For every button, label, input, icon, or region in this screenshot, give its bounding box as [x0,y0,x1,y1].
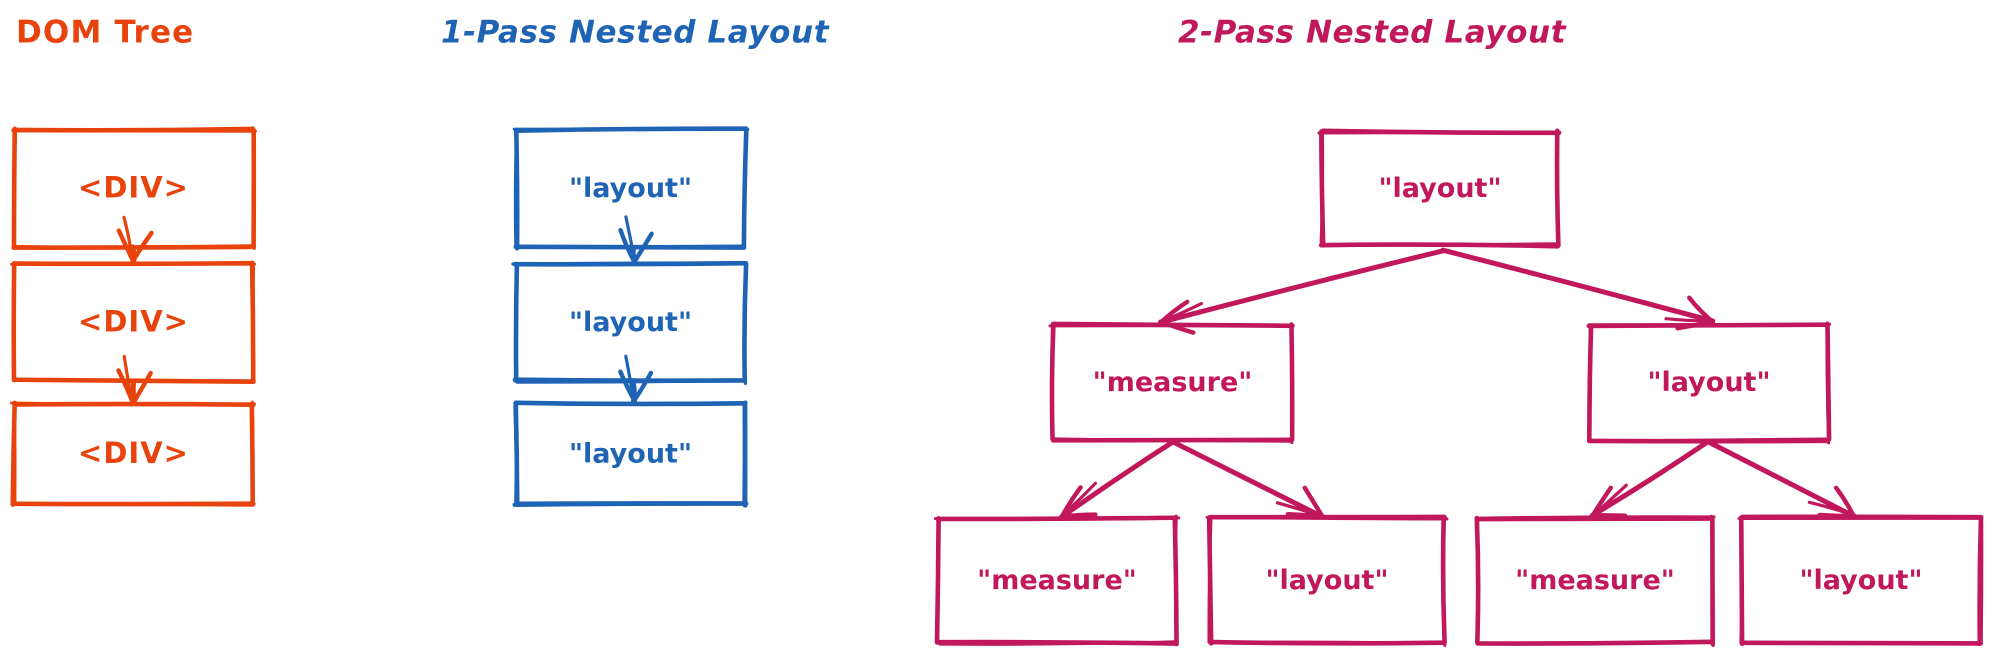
arrow-shaft [1591,439,1711,519]
box-edge [1709,514,1715,648]
box-edge [1207,517,1213,644]
box-edge [1739,519,1744,644]
box-edge [1290,322,1294,445]
connector-arrow [116,215,154,264]
box-edge [515,244,746,249]
node-label: "measure" [1093,367,1253,398]
node-box[interactable] [1586,321,1832,445]
box-edge [250,400,255,506]
arrow-head-barb [131,370,153,405]
arrow-head-barb [624,215,637,264]
box-edge [1825,323,1831,445]
box-edge [1211,640,1445,645]
node-label: "measure" [1515,565,1675,596]
connector-arrow [1440,247,1716,331]
box-edge [1205,515,1449,521]
node-label: "layout" [1799,565,1922,596]
node-box[interactable] [1737,514,1984,647]
box-edge [1319,133,1325,244]
box-edge [1174,514,1178,646]
node-label: <DIV> [78,436,189,470]
node-box[interactable] [1317,128,1562,249]
node-label: "layout" [1265,565,1388,596]
node-label: "layout" [569,307,692,338]
box-edge [513,401,748,407]
box-edge [1743,641,1980,645]
labels-layer: <DIV> <DIV> <DIV> "layout" "layout" "layout" "… [78,171,1922,597]
arrow-head-barb [122,215,135,264]
node-box[interactable] [511,260,749,386]
box-edge [511,261,749,266]
node-label: <DIV> [78,305,189,339]
box-edge [1977,515,1982,647]
node-label: "layout" [569,173,692,204]
box-edge [1317,130,1561,135]
node-box[interactable] [1205,514,1449,647]
connector-arrow [1157,248,1446,335]
box-edge [933,516,1181,521]
box-edge [513,129,518,249]
connector-arrow [1705,439,1858,520]
arrow-head-barb [1060,481,1098,518]
arrow-head-barb [1158,301,1204,324]
box-edge [514,264,519,381]
box-edge [1442,516,1447,647]
box-edge [10,401,256,406]
connector-arrow [1169,438,1325,520]
connector-arrow [1059,439,1176,519]
titles-layer: DOM Tree 1-Pass Nested Layout 2-Pass Neste… [16,15,1567,51]
connector-arrow [1589,438,1712,519]
box-edge [513,405,518,503]
box-edge [515,379,746,384]
arrow-shaft [1441,248,1714,324]
node-box[interactable] [512,400,749,508]
box-edge [938,640,1177,646]
node-label: "layout" [1647,367,1770,398]
box-edge [251,261,256,384]
box-edge [1321,242,1558,247]
node-label: "layout" [1378,173,1501,204]
box-edge [742,126,748,250]
box-edge [251,126,256,251]
boxes-layer [10,126,1984,648]
column-title-one-pass-nested-layout: 1-Pass Nested Layout [441,15,830,51]
connector-arrow [618,215,654,265]
arrow-head-barb [1590,483,1628,518]
box-edge [1478,641,1713,645]
box-edge [1590,437,1828,443]
node-box[interactable] [1048,321,1295,445]
box-edge [14,502,254,507]
column-title-dom-tree: DOM Tree [16,15,194,51]
column-title-two-pass-nested-layout: 2-Pass Nested Layout [1178,15,1567,51]
arrows-layer [116,215,1858,520]
box-edge [13,244,253,250]
node-label: "measure" [977,565,1137,596]
box-edge [742,260,748,386]
arrow-head-barb [1664,317,1714,323]
box-edge [1555,128,1560,248]
box-edge [935,518,941,643]
node-box[interactable] [512,126,750,251]
box-edge [1474,515,1716,520]
box-edge [13,378,254,383]
box-edge [12,263,16,382]
node-box[interactable] [11,126,257,251]
node-label: <DIV> [78,171,189,205]
node-box[interactable] [10,260,256,384]
node-box[interactable] [10,400,256,507]
arrow-shaft [1060,440,1174,518]
node-box[interactable] [933,514,1181,647]
node-label: "layout" [569,439,692,470]
arrow-shaft [1159,249,1445,324]
node-box[interactable] [1474,514,1716,648]
box-edge [1052,437,1292,443]
arrow-head-barb [1059,512,1098,519]
arrow-shaft [1707,439,1856,517]
arrow-head-barb [1807,500,1857,517]
arrow-shaft [1170,440,1324,518]
